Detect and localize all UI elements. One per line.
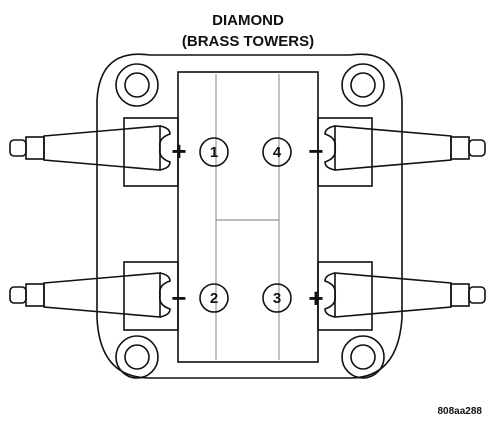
polarity-sign-3: + xyxy=(308,283,323,313)
terminal-number-4: 4 xyxy=(273,144,282,161)
terminal-marker-2: 2 xyxy=(199,283,229,313)
diagram-title-line-2: (BRASS TOWERS) xyxy=(182,33,314,50)
terminal-number-2: 2 xyxy=(210,290,218,307)
spark-plug-boot-2 xyxy=(9,272,171,318)
terminal-marker-4: 4 xyxy=(262,137,292,167)
tower-bracket-1 xyxy=(123,117,179,187)
spark-plug-boot-3 xyxy=(324,272,486,318)
mounting-hole-bottom-left xyxy=(115,335,159,379)
coil-body xyxy=(177,71,319,363)
mounting-hole-top-right xyxy=(341,63,385,107)
figure-code: 808aa288 xyxy=(438,406,483,417)
diagram-title-line-1: DIAMOND xyxy=(212,12,284,29)
polarity-sign-4: − xyxy=(308,136,323,166)
terminal-number-3: 3 xyxy=(273,290,281,307)
terminal-marker-3: 3 xyxy=(262,283,292,313)
tower-bracket-2 xyxy=(123,261,179,331)
terminal-number-1: 1 xyxy=(210,144,218,161)
mounting-hole-top-left xyxy=(115,63,159,107)
coil-housing xyxy=(96,53,403,379)
spark-plug-boot-4 xyxy=(324,125,486,171)
polarity-sign-1: + xyxy=(171,136,186,166)
spark-plug-boot-1 xyxy=(9,125,171,171)
tower-bracket-3 xyxy=(317,261,373,331)
terminal-marker-1: 1 xyxy=(199,137,229,167)
mounting-hole-bottom-right xyxy=(341,335,385,379)
polarity-sign-2: − xyxy=(171,283,186,313)
tower-bracket-4 xyxy=(317,117,373,187)
